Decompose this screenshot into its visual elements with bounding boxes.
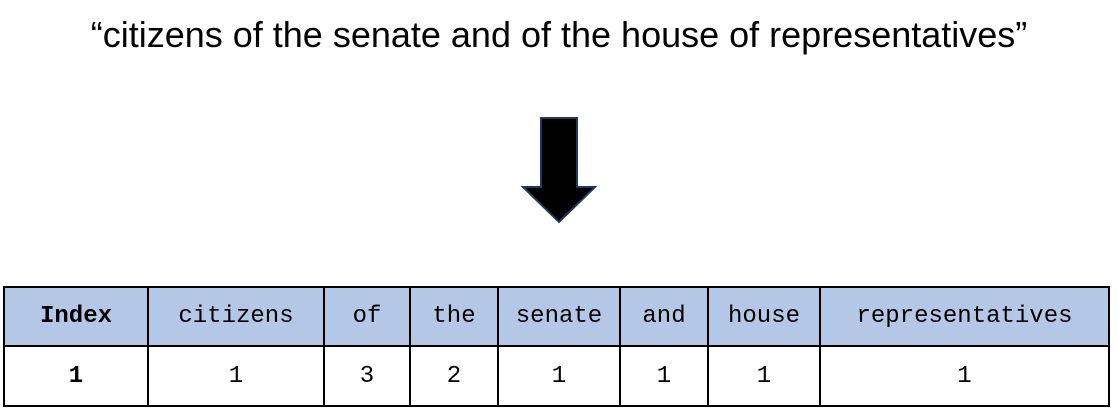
value-cell-representatives: 1 [819,345,1110,407]
header-cell-citizens: citizens [147,286,325,347]
header-cell-and: and [619,286,709,347]
header-cell-of: of [323,286,411,347]
value-cell-and: 1 [619,345,709,407]
word-count-table: Index citizens of the senate and house r… [3,286,1110,407]
table-row: 1 1 3 2 1 1 1 1 [3,345,1110,407]
value-cell-house: 1 [707,345,821,407]
value-cell-senate: 1 [497,345,621,407]
header-cell-index: Index [3,286,149,347]
value-cell-citizens: 1 [147,345,325,407]
header-cell-senate: senate [497,286,621,347]
header-cell-representatives: representatives [819,286,1110,347]
header-cell-the: the [409,286,499,347]
value-cell-index: 1 [3,345,149,407]
value-cell-the: 2 [409,345,499,407]
header-cell-house: house [707,286,821,347]
down-arrow-icon [520,117,598,224]
value-cell-of: 3 [323,345,411,407]
table-header-row: Index citizens of the senate and house r… [3,286,1110,347]
input-sentence: “citizens of the senate and of the house… [90,14,1028,55]
